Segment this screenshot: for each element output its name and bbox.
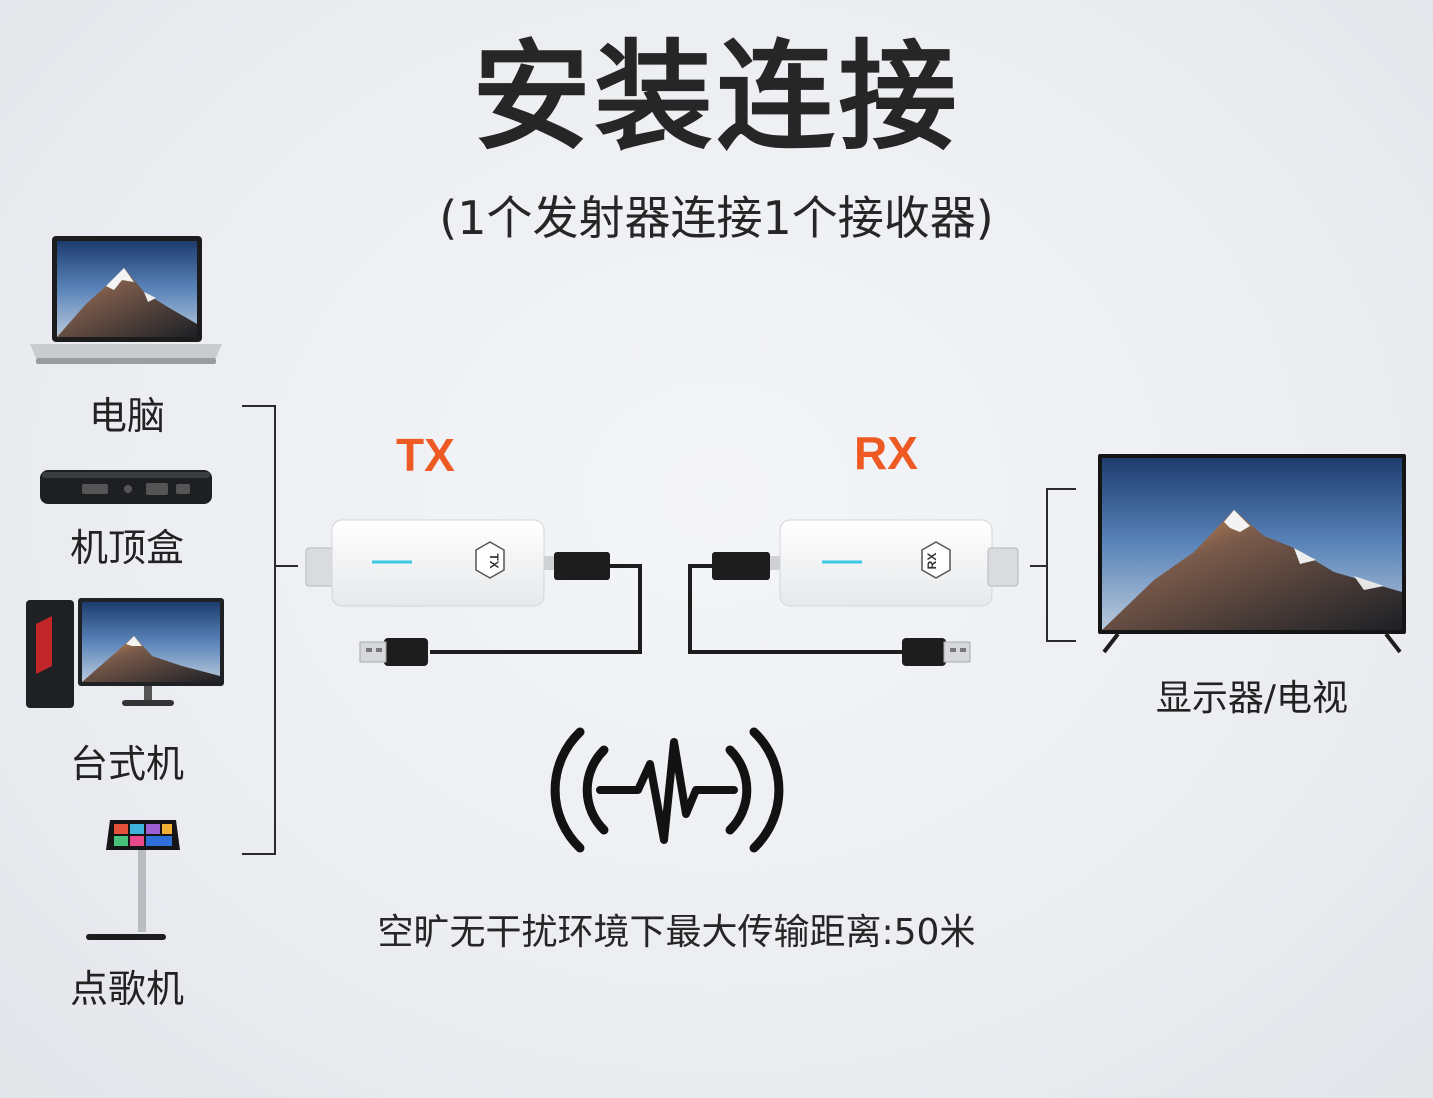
source-label-stb: 机顶盒 xyxy=(69,526,184,570)
tx-label: TX xyxy=(396,429,455,481)
tv-icon xyxy=(1094,452,1410,658)
display-bracket-connector xyxy=(1030,565,1048,567)
source-bracket-top xyxy=(242,405,276,407)
rx-badge: RX xyxy=(925,553,939,570)
desktop-pc-icon xyxy=(22,596,228,714)
set-top-box-icon xyxy=(38,466,214,508)
source-bracket-vertical xyxy=(274,405,276,855)
display-bracket-bottom xyxy=(1046,640,1076,642)
source-label-computer: 电脑 xyxy=(88,394,165,438)
source-bracket-bottom xyxy=(242,853,276,855)
laptop-icon xyxy=(26,234,226,374)
display-bracket-top xyxy=(1046,488,1076,490)
karaoke-machine-icon xyxy=(84,816,180,944)
tx-badge: TX xyxy=(487,553,501,568)
page-subtitle: (1个发射器连接1个接收器) xyxy=(439,191,994,245)
source-bracket-connector xyxy=(274,565,298,567)
source-label-desktop: 台式机 xyxy=(69,742,184,786)
hdmi-receiver-icon: RX xyxy=(680,512,1040,672)
rx-label: RX xyxy=(854,427,918,479)
page-title: 安装连接 xyxy=(472,28,961,166)
display-label: 显示器/电视 xyxy=(1155,678,1349,719)
hdmi-transmitter-icon: TX xyxy=(300,512,660,672)
wireless-signal-icon xyxy=(550,724,784,856)
source-label-karaoke: 点歌机 xyxy=(69,967,184,1011)
distance-note: 空旷无干扰环境下最大传输距离:50米 xyxy=(377,912,976,953)
display-bracket-vertical xyxy=(1046,488,1048,642)
